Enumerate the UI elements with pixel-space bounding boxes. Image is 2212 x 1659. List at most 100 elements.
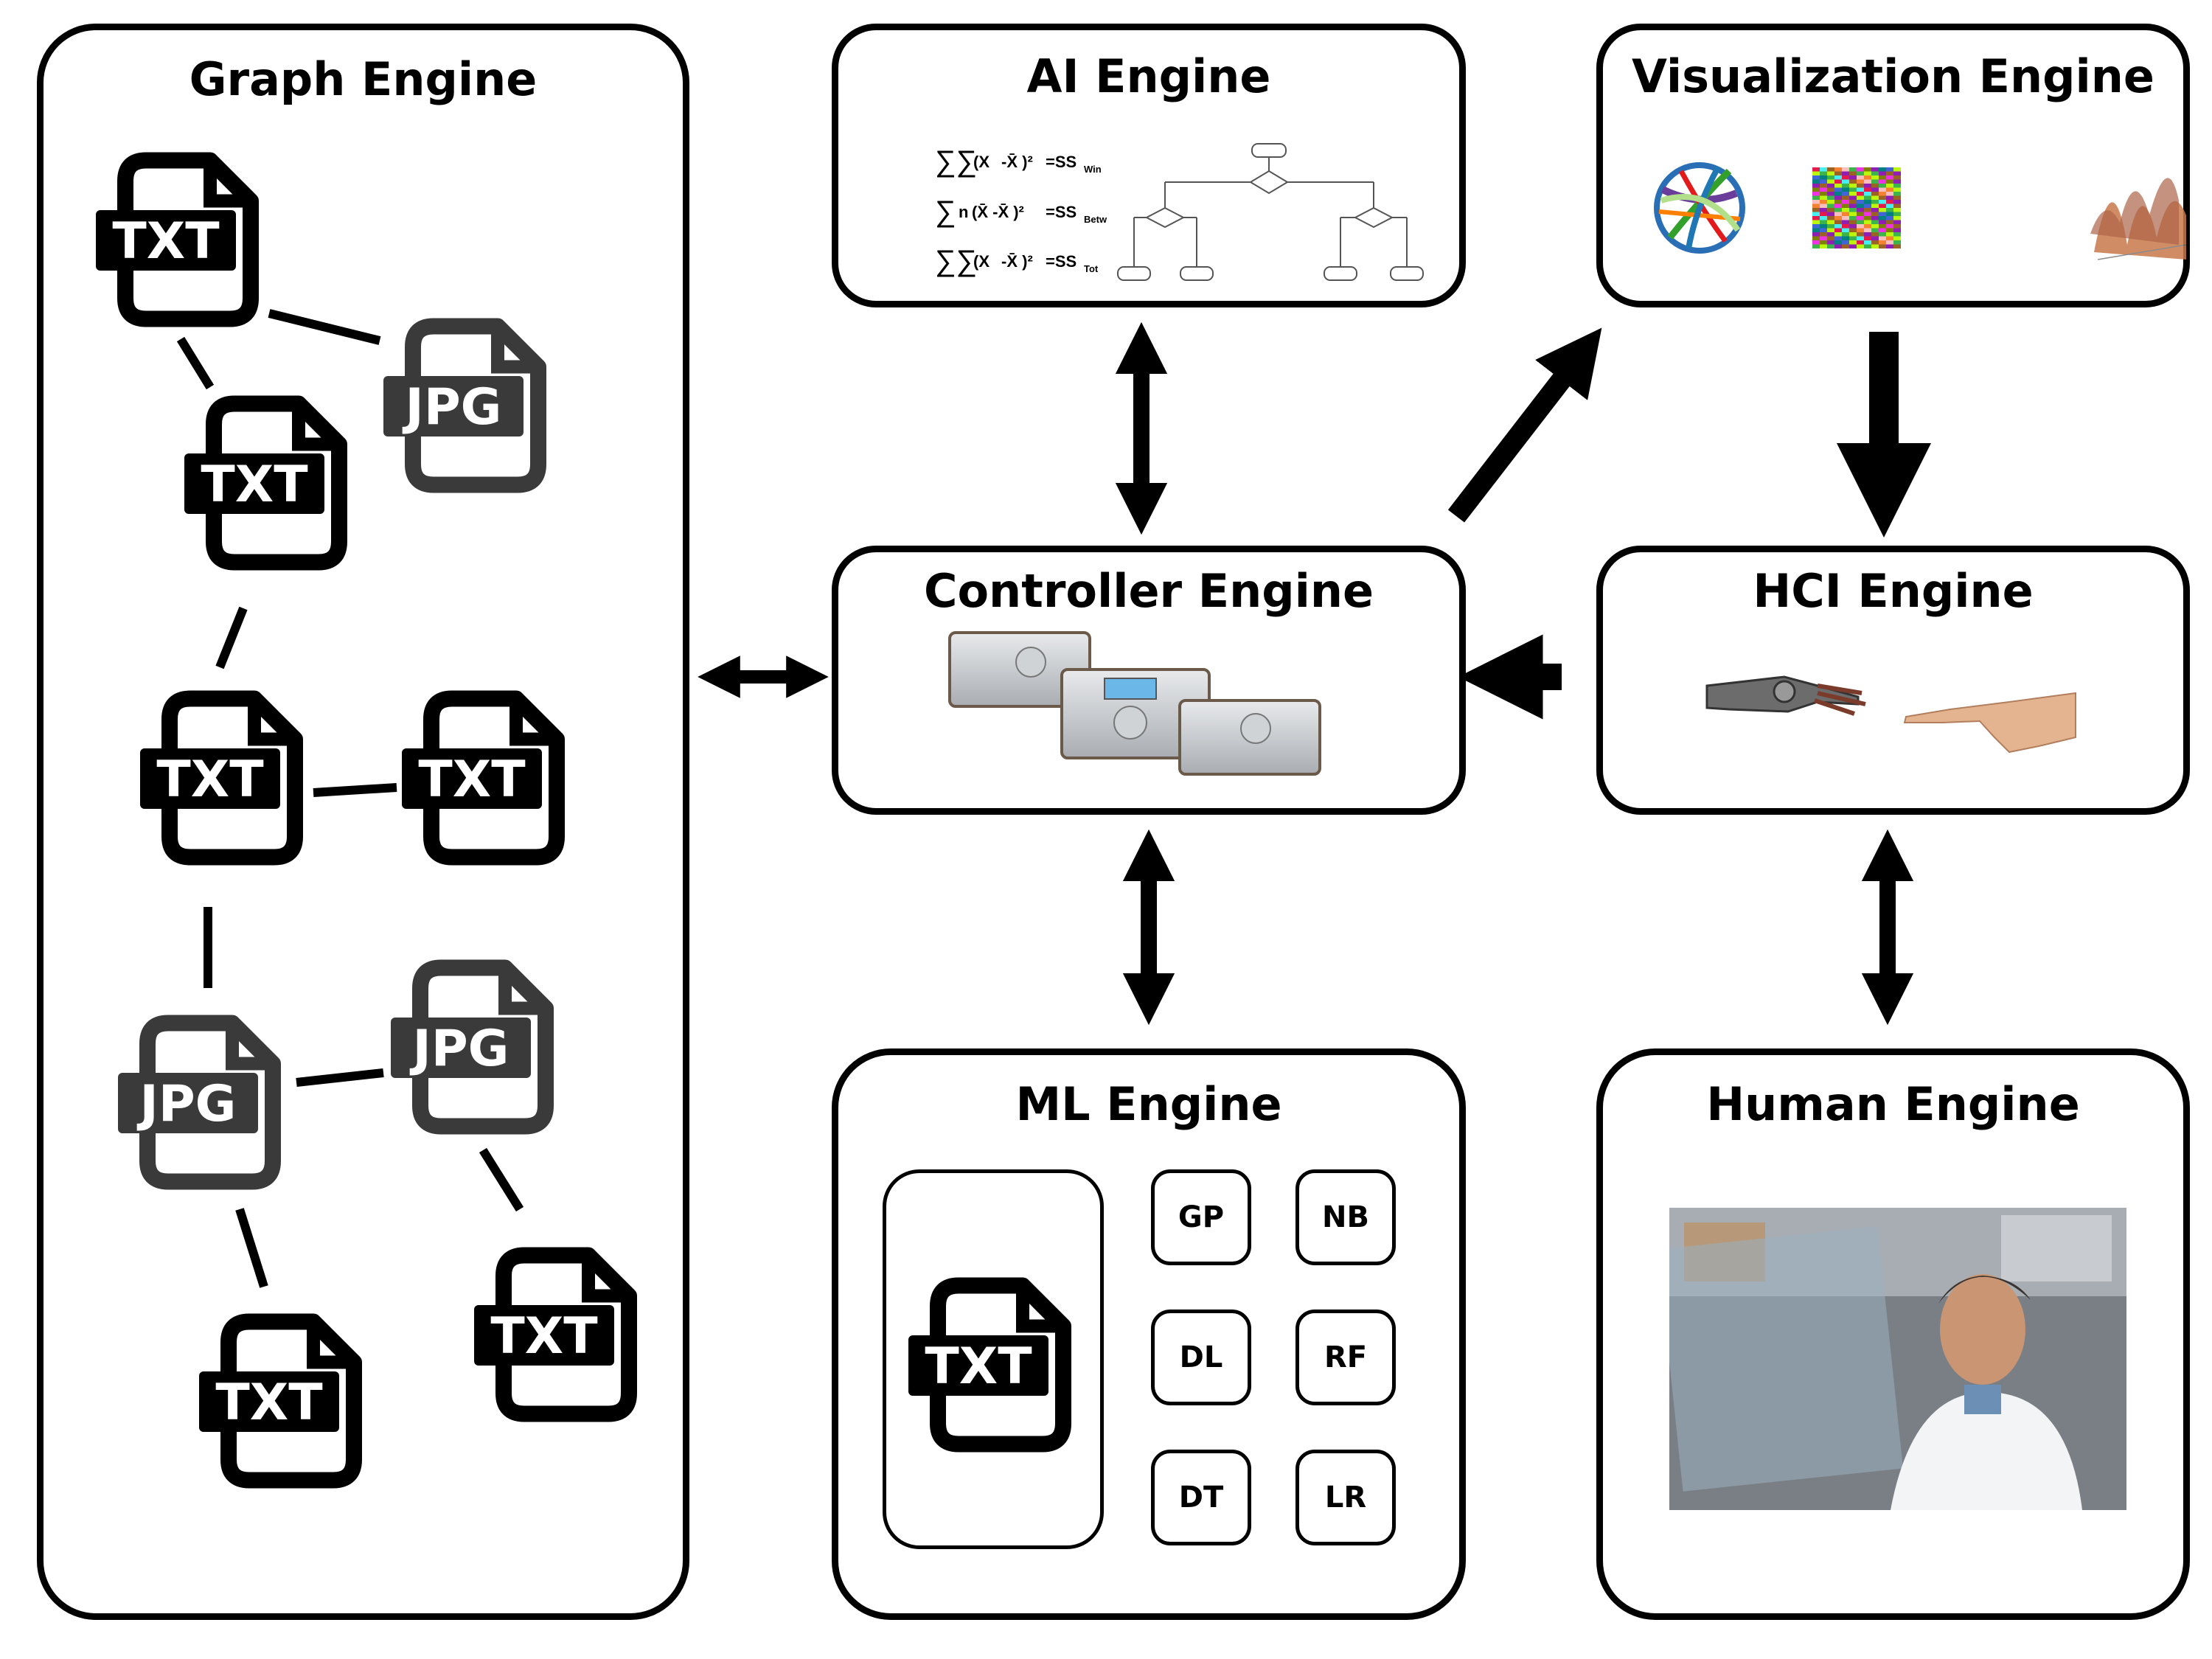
heatmap-cell [1842,220,1849,224]
heatmap-cell [1834,171,1842,175]
heatmap-cell [1864,175,1871,180]
heatmap-cell [1842,212,1849,216]
scientist-photo [1669,1208,2126,1510]
heatmap-cell [1864,224,1871,229]
file-type-label: TXT [215,1374,323,1432]
heatmap-cell [1827,204,1834,208]
heatmap-cell [1834,167,1842,172]
heatmap-cell [1857,216,1864,220]
heatmap-cell [1849,244,1857,248]
heatmap-cell [1864,187,1871,192]
heatmap-cell [1827,216,1834,220]
heatmap-cell [1820,195,1827,200]
heatmap-cell [1857,184,1864,188]
heatmap-cell [1857,179,1864,184]
visualization-thumbnails [1654,162,2187,260]
heatmap-cell [1820,244,1827,248]
heatmap-cell [1857,187,1864,192]
heatmap-cell [1812,224,1820,229]
heatmap-cell [1849,195,1857,200]
heatmap-cell [1827,232,1834,237]
heatmap-cell [1820,175,1827,180]
file-type-label: JPG [410,1020,509,1078]
heatmap-cell [1849,192,1857,196]
heatmap-cell [1886,187,1893,192]
file-jpg-icon: JPG [118,1015,281,1190]
controller-unit-1 [948,631,1091,708]
heatmap-cell [1827,212,1834,216]
hci-hands-image [1705,675,2076,754]
heatmap-cell [1812,232,1820,237]
heatmap-cell [1857,240,1864,245]
heatmap-cell [1812,171,1820,175]
heatmap-cell [1886,212,1893,216]
heatmap-cell [1842,167,1849,172]
heatmap-cell [1849,171,1857,175]
human-engine-title: Human Engine [1706,1077,2080,1131]
heatmap-cell [1871,187,1879,192]
heatmap-cell [1834,187,1842,192]
heatmap-cell [1812,216,1820,220]
heatmap-cell [1849,184,1857,188]
controller-unit-2 [1060,668,1211,759]
heatmap-cell [1893,195,1901,200]
heatmap-cell [1879,224,1886,229]
heatmap-cell [1864,228,1871,232]
heatmap-cell [1834,200,1842,204]
anova-formulas: ∑∑ (X -X̄ )² =SS Win ∑ n (X̄ -X̄ )² =SS … [935,145,1107,277]
heatmap-cell [1893,204,1901,208]
heatmap-cell [1827,200,1834,204]
heatmap-cell [1827,187,1834,192]
heatmap-cell [1820,204,1827,208]
file-type-label: TXT [925,1338,1032,1396]
heatmap-cell [1857,212,1864,216]
heatmap-cell [1842,171,1849,175]
heatmap-cell [1893,192,1901,196]
heatmap-cell [1871,212,1879,216]
heatmap-cell [1820,212,1827,216]
heatmap-cell [1879,228,1886,232]
heatmap-cell [1842,244,1849,248]
file-type-label: TXT [201,456,308,514]
heatmap-cell [1842,240,1849,245]
heatmap-cell [1886,236,1893,240]
heatmap-cell [1879,232,1886,237]
algo-nb: NB [1295,1169,1396,1265]
controller-unit-3 [1178,699,1321,776]
heatmap-cell [1820,200,1827,204]
formula-2-mid: (X̄ -X̄ )² [972,203,1024,221]
formula-3-sub: Tot [1084,263,1099,274]
heatmap-cell [1893,212,1901,216]
graph-edge [235,1208,268,1288]
heatmap-cell [1849,179,1857,184]
heatmap-cell [1842,200,1849,204]
heatmap-cell [1871,195,1879,200]
visualization-engine-title: Visualization Engine [1632,49,2154,103]
heatmap-cell [1842,228,1849,232]
heatmap-cell [1871,167,1879,172]
heatmap-cell [1834,192,1842,196]
heatmap-cell [1886,184,1893,188]
heatmap-cell [1879,179,1886,184]
heatmap-cell [1879,208,1886,212]
heatmap-cell [1857,220,1864,224]
heatmap-cell [1879,175,1886,180]
heatmap-cell [1812,240,1820,245]
heatmap-cell [1886,167,1893,172]
heatmap-cell [1820,187,1827,192]
heatmap-cell [1864,171,1871,175]
heatmap-cell [1871,208,1879,212]
heatmap-cell [1879,216,1886,220]
heatmap-cell [1871,240,1879,245]
chord-diagram-thumbnail [1654,162,1745,254]
heatmap-cell [1886,244,1893,248]
controller-engine-title: Controller Engine [923,564,1374,618]
heatmap-cell [1879,220,1886,224]
formula-2-rhs: =SS [1046,203,1077,221]
sigma-symbol-3: ∑∑ [935,245,977,277]
heatmap-cell [1864,192,1871,196]
heatmap-cell [1879,184,1886,188]
formula-2-sub: Betw [1084,214,1107,225]
heatmap-cell [1842,192,1849,196]
